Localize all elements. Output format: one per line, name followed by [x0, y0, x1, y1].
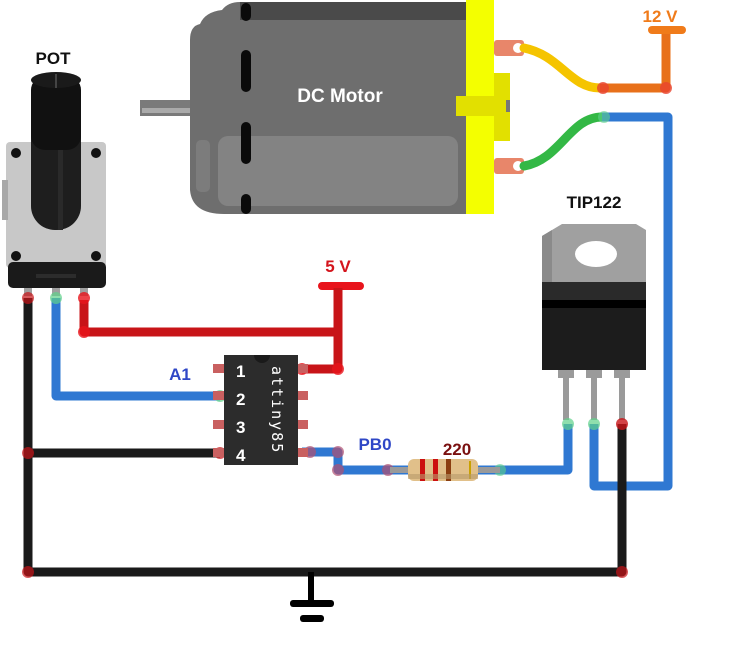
motor-label: DC Motor [297, 86, 383, 107]
supply-5v-label: 5 V [325, 257, 351, 276]
wire-resistor-to-base [478, 424, 573, 475]
tip122-pin-base [563, 376, 569, 420]
dc-motor: DC Motor [140, 0, 524, 214]
wire-pb0-to-resistor [302, 447, 410, 475]
ground-symbol-icon [290, 572, 334, 622]
resistor-value-label: 220 [443, 440, 471, 459]
pin-2-label: 2 [236, 390, 245, 409]
wire-motor-to-collector [589, 112, 673, 491]
pin-4-label: 4 [236, 446, 246, 465]
wire-pot-to-5v [79, 300, 338, 337]
wire-12v [600, 30, 671, 93]
wire-pot-wiper-a1 [51, 298, 220, 401]
supply-12v-bar [648, 26, 686, 34]
tip122-transistor: TIP122 [542, 193, 646, 420]
pb0-label: PB0 [358, 435, 391, 454]
pot-label: POT [36, 49, 72, 68]
wire-motor-green [519, 112, 607, 171]
a1-label: A1 [169, 365, 191, 384]
supply-12v-label: 12 V [643, 7, 679, 26]
attiny85-chip: 1 2 3 4 attiny85 [213, 355, 308, 465]
potentiometer: POT [2, 49, 106, 296]
tip122-label: TIP122 [567, 193, 622, 212]
pin-1-label: 1 [236, 362, 245, 381]
tip122-pin-collector [591, 376, 597, 420]
pot-knob[interactable] [31, 76, 81, 150]
wire-ground [23, 298, 627, 577]
attiny85-body [224, 355, 298, 465]
attiny85-label: attiny85 [268, 366, 286, 454]
tip122-pin-emitter [619, 376, 625, 420]
resistor-220: 220 [390, 440, 500, 481]
tip122-mounting-hole [575, 241, 617, 267]
supply-5v-bar [318, 282, 364, 290]
pin-3-label: 3 [236, 418, 245, 437]
wire-motor-yellow [519, 43, 605, 93]
